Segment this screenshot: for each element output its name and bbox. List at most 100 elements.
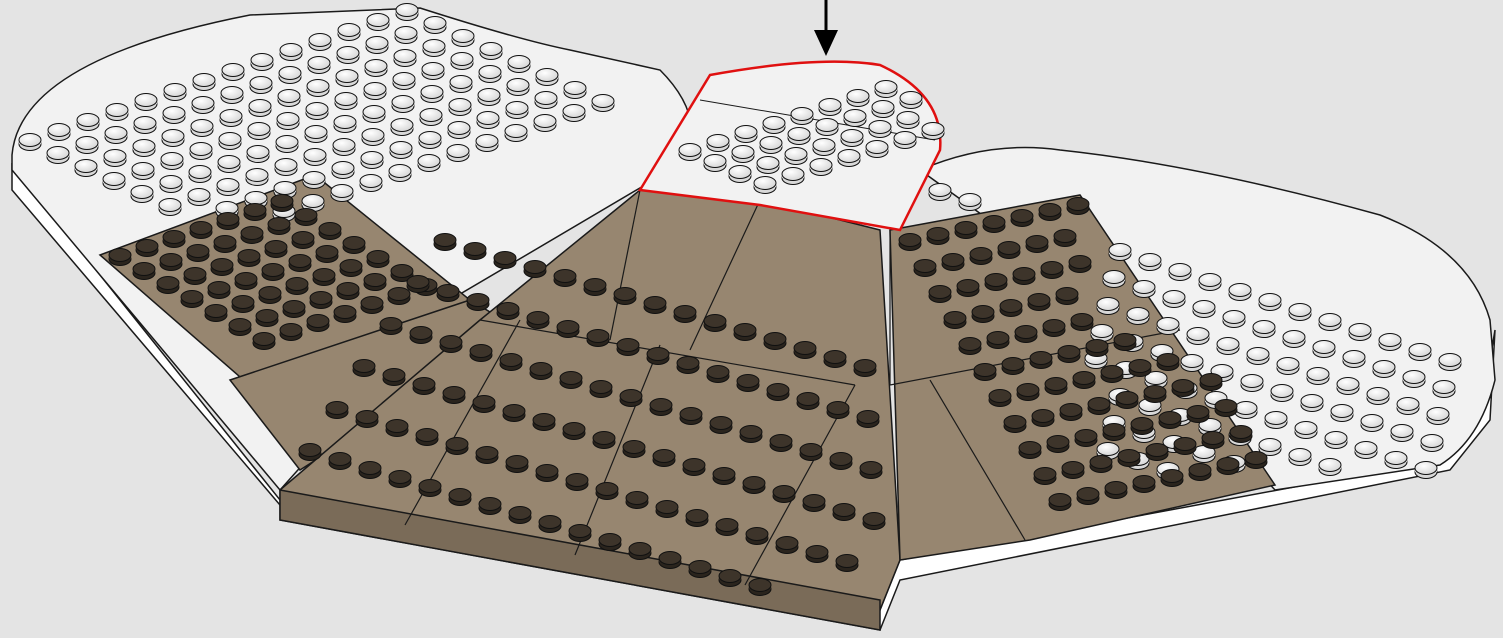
white-stud xyxy=(1355,442,1377,459)
tan-stud xyxy=(626,492,648,509)
white-stud xyxy=(1277,358,1299,375)
white-stud xyxy=(104,150,126,167)
tan-stud xyxy=(680,408,702,425)
white-stud xyxy=(563,105,585,122)
tan-stud xyxy=(367,251,389,268)
white-stud xyxy=(929,184,951,201)
tan-stud xyxy=(689,561,711,578)
tan-stud xyxy=(479,498,501,515)
tan-stud xyxy=(800,444,822,461)
white-stud xyxy=(251,54,273,71)
white-stud xyxy=(75,160,97,177)
white-stud xyxy=(894,132,916,149)
tan-stud xyxy=(1103,424,1125,441)
white-stud xyxy=(1253,321,1275,338)
white-stud xyxy=(810,159,832,176)
tan-stud xyxy=(1017,384,1039,401)
tan-stud xyxy=(806,546,828,563)
tan-stud xyxy=(1067,198,1089,215)
white-stud xyxy=(449,99,471,116)
tan-stud xyxy=(972,306,994,323)
white-stud xyxy=(1391,425,1413,442)
tan-stud xyxy=(1013,268,1035,285)
tan-stud xyxy=(767,384,789,401)
white-stud xyxy=(534,115,556,132)
white-stud xyxy=(1271,385,1293,402)
white-stud xyxy=(247,146,269,163)
tan-stud xyxy=(1230,426,1252,443)
white-stud xyxy=(1187,328,1209,345)
white-stud xyxy=(1319,459,1341,476)
white-stud xyxy=(363,106,385,123)
tan-stud xyxy=(530,363,552,380)
tan-stud xyxy=(205,305,227,322)
white-stud xyxy=(1133,281,1155,298)
tan-stud xyxy=(590,381,612,398)
white-stud xyxy=(189,166,211,183)
tan-stud xyxy=(1060,404,1082,421)
tan-stud xyxy=(1217,458,1239,475)
tan-stud xyxy=(653,450,675,467)
white-stud xyxy=(1193,301,1215,318)
tan-stud xyxy=(389,471,411,488)
tan-stud xyxy=(443,387,465,404)
tan-stud xyxy=(1245,452,1267,469)
white-stud xyxy=(732,146,754,163)
white-stud xyxy=(337,47,359,64)
tan-stud xyxy=(299,444,321,461)
tan-stud xyxy=(1062,462,1084,479)
white-stud xyxy=(333,139,355,156)
tan-stud xyxy=(359,462,381,479)
tan-stud xyxy=(316,246,338,263)
white-stud xyxy=(1343,351,1365,368)
tan-stud xyxy=(716,519,738,536)
white-stud xyxy=(1289,304,1311,321)
tan-stud xyxy=(955,222,977,239)
white-stud xyxy=(160,176,182,193)
tan-stud xyxy=(704,315,726,332)
tan-stud xyxy=(217,213,239,230)
tan-stud xyxy=(557,321,579,338)
white-stud xyxy=(1103,271,1125,288)
tan-stud xyxy=(187,245,209,262)
tan-stud xyxy=(686,510,708,527)
tan-stud xyxy=(1088,398,1110,415)
tan-stud xyxy=(334,306,356,323)
white-stud xyxy=(159,199,181,216)
tan-stud xyxy=(292,232,314,249)
tan-stud xyxy=(1090,456,1112,473)
white-stud xyxy=(754,177,776,194)
tan-stud xyxy=(614,288,636,305)
tan-stud xyxy=(1161,470,1183,487)
white-stud xyxy=(246,169,268,186)
tan-stud xyxy=(957,280,979,297)
tan-stud xyxy=(942,254,964,271)
tan-stud xyxy=(238,250,260,267)
white-stud xyxy=(1295,422,1317,439)
tan-stud xyxy=(470,345,492,362)
white-stud xyxy=(191,120,213,137)
white-stud xyxy=(448,122,470,139)
tan-stud xyxy=(1019,442,1041,459)
tan-stud xyxy=(434,234,456,251)
white-stud xyxy=(106,104,128,121)
white-stud xyxy=(450,76,472,93)
tan-stud xyxy=(476,447,498,464)
white-stud xyxy=(76,137,98,154)
tan-stud xyxy=(740,426,762,443)
white-stud xyxy=(394,50,416,67)
tan-stud xyxy=(163,231,185,248)
tan-stud xyxy=(307,315,329,332)
white-stud xyxy=(103,173,125,190)
tan-stud xyxy=(1129,360,1151,377)
white-stud xyxy=(813,139,835,156)
white-stud xyxy=(1421,435,1443,452)
white-stud xyxy=(1361,415,1383,432)
white-stud xyxy=(782,168,804,185)
white-stud xyxy=(338,24,360,41)
white-stud xyxy=(1403,371,1425,388)
tan-stud xyxy=(677,357,699,374)
tan-stud xyxy=(1041,262,1063,279)
tan-stud xyxy=(1030,352,1052,369)
